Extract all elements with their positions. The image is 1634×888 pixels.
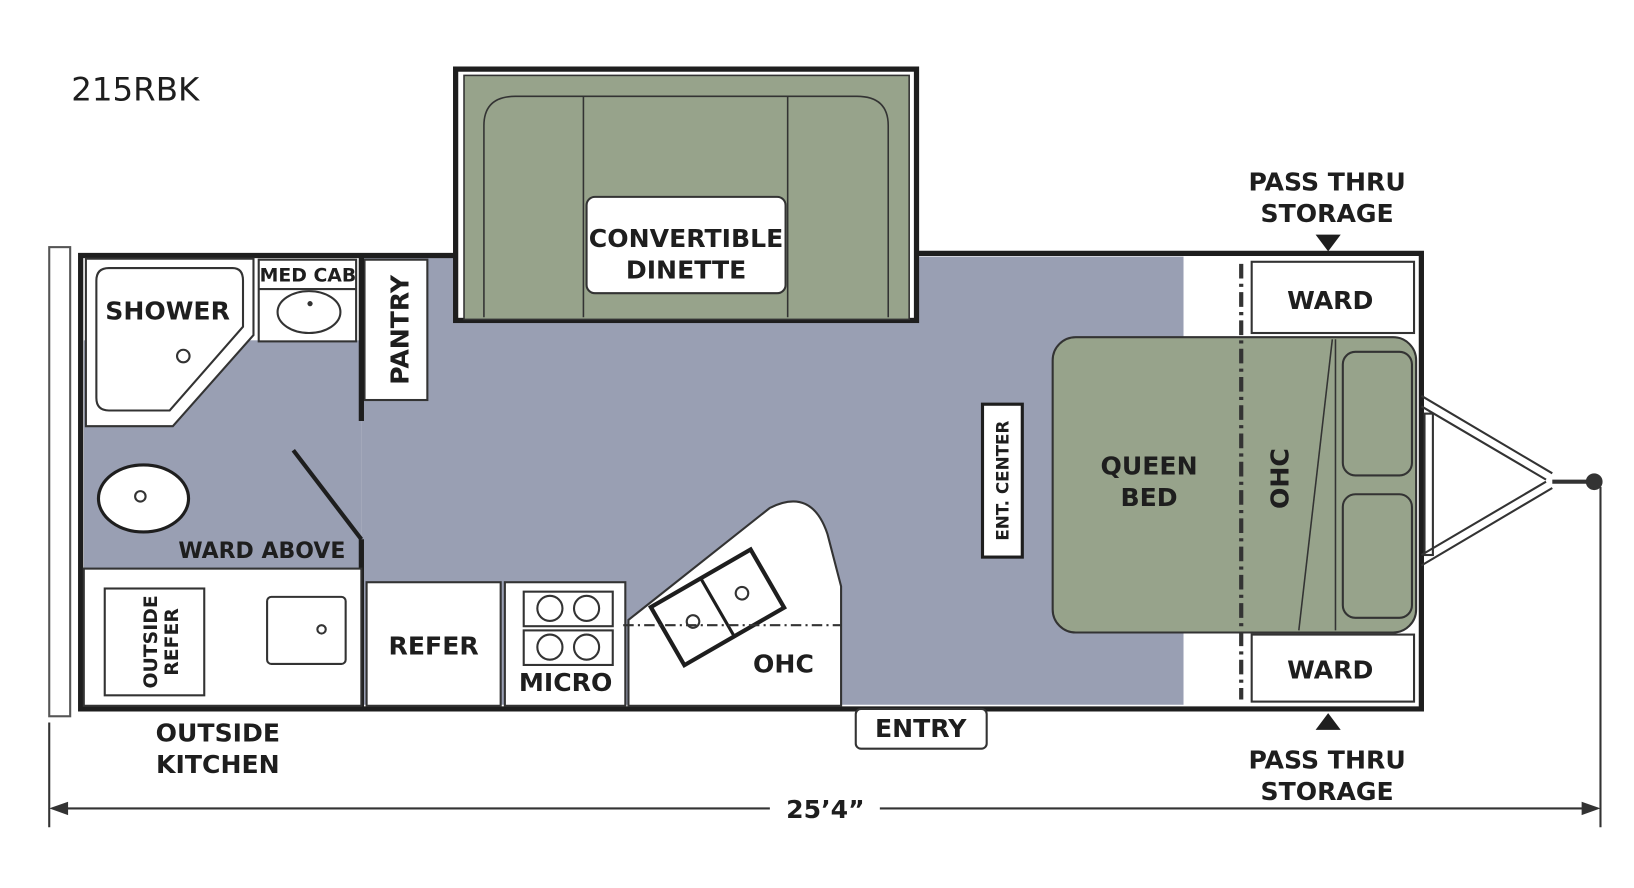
pantry-label: PANTRY xyxy=(385,274,414,385)
outside-refer-label-1: OUTSIDE xyxy=(141,595,162,688)
micro-label: MICRO xyxy=(519,668,613,697)
dinette-table xyxy=(585,195,787,295)
pillow xyxy=(1341,350,1413,477)
shower-label: SHOWER xyxy=(105,296,230,325)
toilet xyxy=(96,463,191,534)
dinette-label-2: DINETTE xyxy=(626,256,746,285)
pass-thru-bottom-label-1: PASS THRU xyxy=(1248,746,1405,775)
outside-kitchen-label-1: OUTSIDE xyxy=(156,718,280,747)
refrigerator xyxy=(365,581,502,707)
length-label: 25’4” xyxy=(786,795,865,824)
pillow xyxy=(1341,493,1413,619)
stove xyxy=(503,581,627,707)
pass-thru-top-label-2: STORAGE xyxy=(1261,199,1394,228)
arrow-down-icon xyxy=(1315,234,1341,252)
pass-thru-bottom-label-2: STORAGE xyxy=(1261,777,1394,806)
ward-top-label: WARD xyxy=(1287,286,1373,315)
queen-bed xyxy=(1051,336,1418,634)
bed-ohc-label: OHC xyxy=(1265,448,1294,509)
med-cab xyxy=(257,258,358,343)
burner-icons xyxy=(522,590,614,667)
entry-label: ENTRY xyxy=(875,714,967,743)
ent-center-label: ENT. CENTER xyxy=(993,421,1013,541)
arrow-up-icon xyxy=(1315,713,1341,730)
dinette-label-1: CONVERTIBLE xyxy=(589,224,783,253)
hitch xyxy=(1420,394,1603,567)
exterior-wall xyxy=(78,250,1424,712)
queen-bed-label-2: BED xyxy=(1120,483,1177,512)
outside-sink xyxy=(266,595,347,665)
outside-refer-label-2: REFER xyxy=(162,608,183,676)
dinette-slideout: CONVERTIBLE DINETTE xyxy=(453,66,920,324)
wardrobe-top xyxy=(1250,260,1416,335)
length-dimension xyxy=(48,486,1602,828)
pass-thru-top-label-1: PASS THRU xyxy=(1248,168,1405,197)
ward-above-label: WARD ABOVE xyxy=(178,539,345,564)
entry-door xyxy=(854,707,988,750)
outside-refer xyxy=(103,587,206,697)
refer-label: REFER xyxy=(389,631,479,660)
wardrobe-bottom xyxy=(1250,633,1416,703)
bath-door xyxy=(291,449,364,541)
kitchen-sink xyxy=(647,546,788,669)
queen-bed-label-1: QUEEN xyxy=(1100,451,1197,480)
shower xyxy=(84,257,255,428)
outside-kitchen-label-2: KITCHEN xyxy=(156,750,280,779)
rear-bumper xyxy=(48,246,72,718)
pantry xyxy=(363,258,429,402)
entertainment-center xyxy=(980,402,1024,559)
ward-bottom-label: WARD xyxy=(1287,656,1373,685)
model-title: 215RBK xyxy=(71,71,200,109)
kitchen-ohc-label: OHC xyxy=(753,649,814,678)
med-cab-label: MED CAB xyxy=(260,266,357,287)
